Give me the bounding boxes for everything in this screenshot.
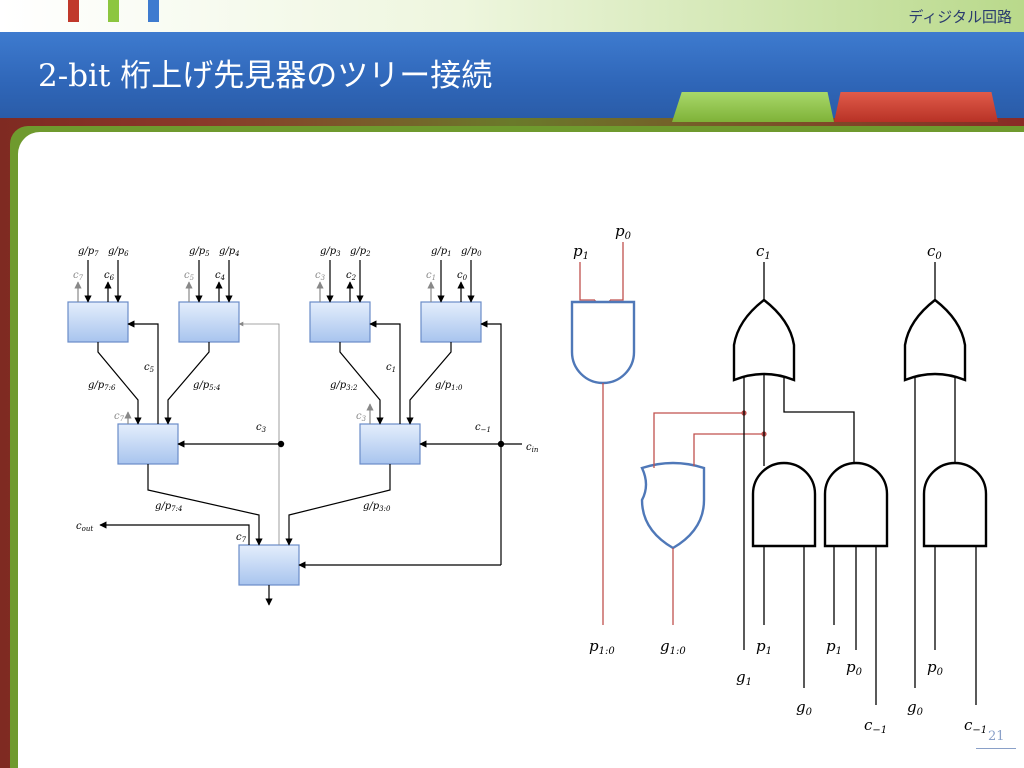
decor-bar-green bbox=[108, 0, 119, 22]
label-c1-top: c1 bbox=[756, 242, 771, 262]
and-gate-p bbox=[570, 300, 636, 385]
label-p0-in-b: p0 bbox=[927, 658, 944, 678]
content-panel bbox=[18, 132, 1024, 768]
label-gp6: g/p6 bbox=[108, 246, 129, 258]
label-c0-top: c0 bbox=[457, 270, 468, 282]
label-gp2: g/p2 bbox=[350, 246, 371, 258]
decor-bar-blue bbox=[148, 0, 159, 22]
label-gp5: g/p5 bbox=[189, 246, 210, 258]
label-gp76: g/p7:6 bbox=[88, 380, 116, 392]
label-c7-bottom: c7 bbox=[236, 532, 247, 544]
label-c5: c5 bbox=[144, 362, 155, 374]
cla-block-70 bbox=[238, 544, 300, 586]
label-g10-out: g1:0 bbox=[660, 637, 686, 657]
label-gp10: g/p1:0 bbox=[435, 380, 463, 392]
cla-block-74 bbox=[117, 423, 179, 465]
or-gate-c0 bbox=[903, 298, 967, 382]
label-p10-out: p1:0 bbox=[589, 637, 615, 657]
and-gate-1 bbox=[751, 461, 817, 548]
or-gate-g bbox=[640, 461, 706, 550]
label-cm1-in-b: c−1 bbox=[964, 716, 987, 736]
label-c6-top: c6 bbox=[104, 270, 115, 282]
tree-labels: g/p7 g/p6 c7 c6 g/p5 g/p4 c5 c4 g/p3 g/p… bbox=[73, 246, 539, 544]
decor-bar-red bbox=[68, 0, 79, 22]
and-gate-3 bbox=[922, 461, 988, 548]
label-cout: cout bbox=[76, 521, 93, 533]
label-cin: cin bbox=[526, 442, 539, 454]
page-title: 2-bit 桁上げ先見器のツリー接続 bbox=[38, 50, 492, 95]
label-c4-top: c4 bbox=[215, 270, 225, 282]
label-c1: c1 bbox=[386, 362, 396, 374]
green-tab bbox=[672, 92, 834, 122]
label-g0-in-b: g0 bbox=[907, 698, 924, 718]
label-p1-in-b: p1 bbox=[826, 637, 842, 657]
label-gp32: g/p3:2 bbox=[330, 380, 358, 392]
label-gp30: g/p3:0 bbox=[363, 501, 391, 513]
label-g1-in: g1 bbox=[736, 668, 752, 688]
top-bar bbox=[0, 0, 1024, 32]
label-cm1-in-a: c−1 bbox=[864, 716, 887, 736]
cla-block-30 bbox=[359, 423, 421, 465]
label-gp1: g/p1 bbox=[431, 246, 452, 258]
label-c1-top: c1 bbox=[426, 270, 436, 282]
label-gp3: g/p3 bbox=[320, 246, 341, 258]
label-p0-top: p0 bbox=[615, 222, 632, 242]
red-tab bbox=[834, 92, 998, 122]
label-p1-in-a: p1 bbox=[756, 637, 772, 657]
label-c7-top: c7 bbox=[73, 270, 84, 282]
label-c3: c3 bbox=[256, 422, 267, 434]
label-gp74: g/p7:4 bbox=[155, 501, 182, 513]
cla-tree bbox=[67, 260, 522, 606]
or-gate-c1 bbox=[732, 298, 796, 382]
and-gate-2 bbox=[823, 461, 889, 548]
cla-block-54 bbox=[178, 301, 240, 343]
title-prefix: 2-bit bbox=[38, 58, 111, 94]
label-gp0: g/p0 bbox=[461, 246, 482, 258]
label-gp54: g/p5:4 bbox=[193, 380, 220, 392]
label-c5-top: c5 bbox=[184, 270, 195, 282]
label-c3-mid: c3 bbox=[356, 411, 367, 423]
label-c3-top: c3 bbox=[315, 270, 326, 282]
cla-block-76 bbox=[67, 301, 129, 343]
gate-circuit bbox=[570, 242, 988, 705]
label-gp4: g/p4 bbox=[219, 246, 240, 258]
cla-block-10 bbox=[420, 301, 482, 343]
label-c-minus1: c−1 bbox=[475, 422, 491, 434]
label-c0-top: c0 bbox=[927, 242, 942, 262]
page-number-underline bbox=[976, 748, 1016, 749]
label-p0-in-a: p0 bbox=[846, 658, 863, 678]
label-g0-in-a: g0 bbox=[796, 698, 813, 718]
circuit-labels: p1 p0 c1 c0 p1:0 g1:0 g1 p1 g0 p1 p0 c−1… bbox=[573, 222, 987, 736]
page-number: 21 bbox=[988, 729, 1005, 744]
cla-block-32 bbox=[309, 301, 371, 343]
label-gp7: g/p7 bbox=[78, 246, 99, 258]
label-p1-top: p1 bbox=[573, 242, 589, 262]
subject-label: ディジタル回路 bbox=[908, 8, 1012, 26]
title-main: 桁上げ先見器のツリー接続 bbox=[110, 58, 493, 94]
label-c7-mid: c7 bbox=[114, 411, 125, 423]
label-c2-top: c2 bbox=[346, 270, 357, 282]
